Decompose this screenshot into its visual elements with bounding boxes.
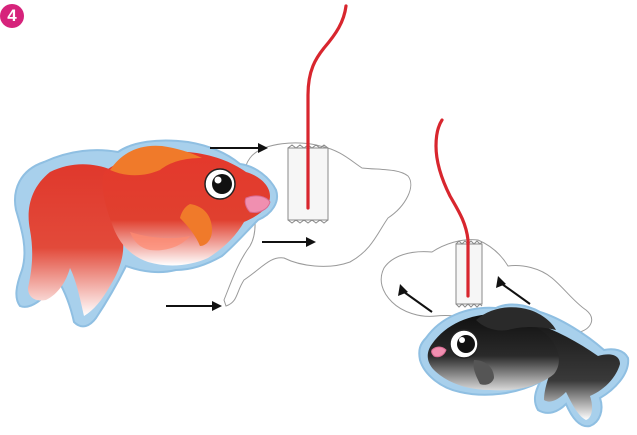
red-fish-icon bbox=[15, 140, 277, 326]
black-fish-icon bbox=[419, 305, 628, 427]
arrow-icon bbox=[166, 301, 222, 311]
